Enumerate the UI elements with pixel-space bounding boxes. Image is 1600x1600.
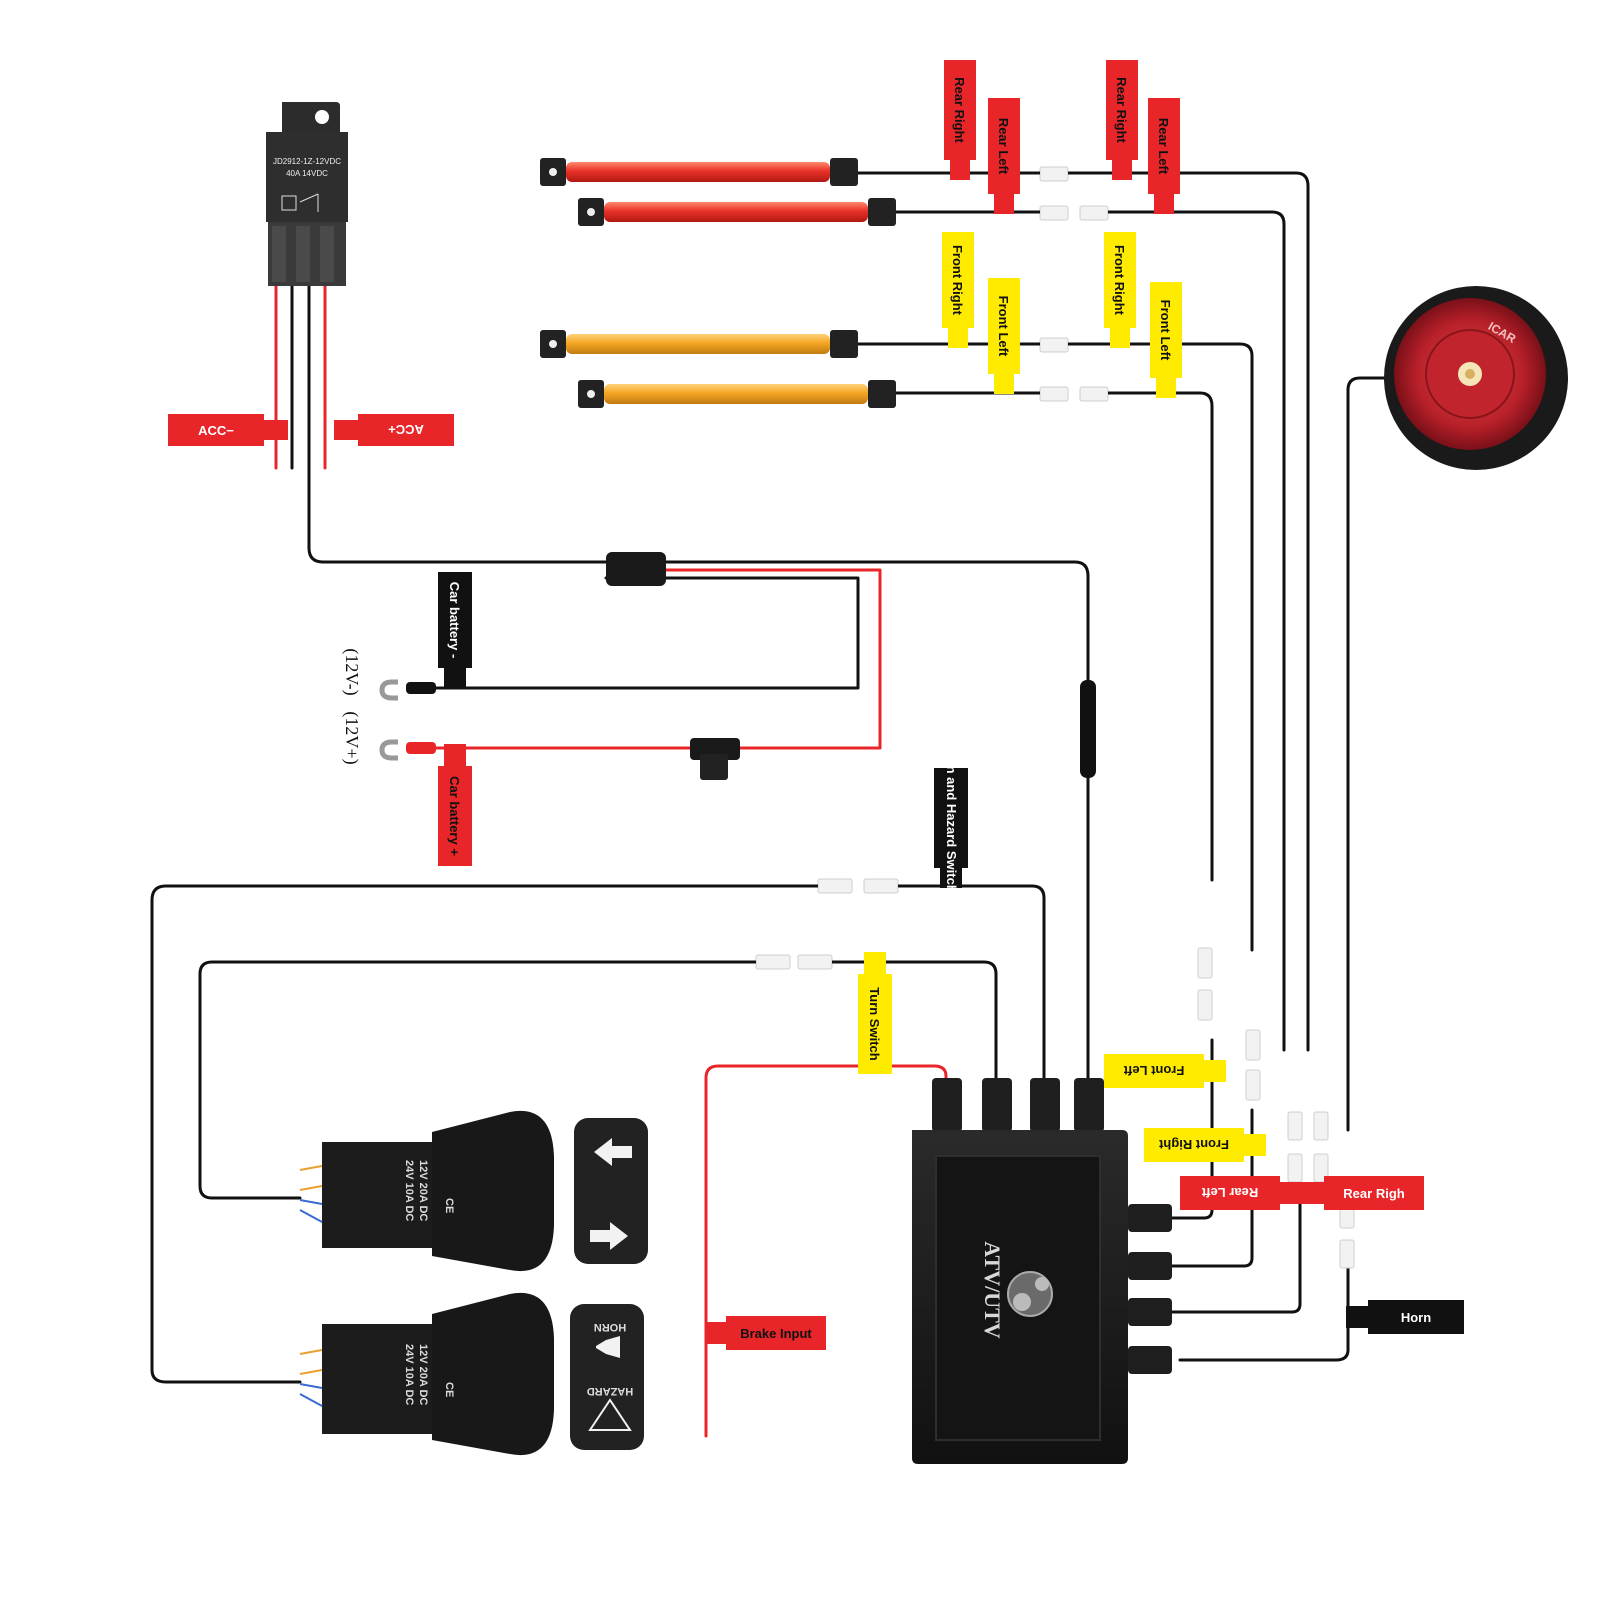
relay-rating: 40A 14VDC: [286, 169, 328, 178]
right-arrow-icon: [590, 1222, 628, 1250]
tag-rear-left-1-label: Rear Left: [996, 118, 1011, 175]
cover-horn-label: HORN: [594, 1321, 626, 1333]
rear-right-lead: [1158, 171, 1310, 1052]
switch-bottom-spec-1: 12V 20A DC: [417, 1344, 429, 1405]
tag-front-left-2: Front Left: [1150, 282, 1182, 398]
horn-hazard-harness: [150, 884, 762, 1384]
horn-hazard-to-box: [938, 884, 1046, 1080]
tag-brake-input-label: Brake Input: [740, 1326, 812, 1341]
battery-wire-splitter: [606, 552, 666, 586]
tag-front-right-1-label: Front Right: [950, 245, 965, 316]
box-brand: ATV/UTV: [980, 1241, 1005, 1338]
terminal-negative-label: (12V-): [341, 648, 362, 695]
tag-front-right-2: Front Right: [1104, 232, 1136, 348]
tag-brake-input: Brake Input: [706, 1316, 826, 1350]
terminal-negative: [379, 679, 436, 701]
tag-front-left-box: Front Left: [1104, 1054, 1226, 1088]
terminal-positive: [379, 739, 436, 761]
turn-switch-harness: [198, 960, 702, 1200]
tag-rear-right-box: Rear Righ: [1302, 1176, 1424, 1210]
battery-feed-wire: [663, 560, 1090, 1080]
turn-switch-cover: [574, 1118, 648, 1264]
tag-acc-plus-label: ACC+: [388, 422, 424, 437]
rocker-switch-bottom: 12V 20A DC 24V 10A DC CE: [299, 1292, 554, 1456]
tag-horn-box-label: Horn: [1401, 1310, 1431, 1325]
relay-model: JD2912-1Z-12VDC: [273, 157, 341, 166]
tag-front-right-1: Front Right: [942, 232, 974, 348]
tag-front-left-1: Front Left: [988, 278, 1020, 394]
relay-main-lead: [307, 278, 608, 564]
tag-front-right-box-label: Front Right: [1158, 1137, 1229, 1152]
tag-front-left-1-label: Front Left: [996, 296, 1011, 357]
front-right-to-box: [1168, 1108, 1254, 1268]
front-left-lead: [1158, 391, 1214, 882]
tag-front-right-box: Front Right: [1144, 1128, 1266, 1162]
tag-rear-left-box: Rear Left: [1180, 1176, 1302, 1210]
horn-hazard-cover: HORN HAZARD: [570, 1304, 644, 1450]
tag-rear-left-2: Rear Left: [1148, 98, 1180, 214]
cover-hazard-label: HAZARD: [587, 1385, 633, 1397]
tag-rear-right-2-label: Rear Right: [1114, 77, 1129, 143]
tag-acc-minus-label: ACC−: [198, 423, 234, 438]
left-arrow-icon: [594, 1138, 632, 1166]
battery-minus-wire: [406, 576, 860, 690]
tag-rear-right-1-label: Rear Right: [952, 77, 967, 143]
relay-coil-symbol: [281, 195, 297, 211]
tag-car-battery-minus: Car battery -: [438, 572, 472, 688]
front-right-led-strip: [540, 330, 940, 358]
switch-bottom-cert: CE: [443, 1382, 455, 1397]
fuse-holder: [690, 738, 740, 780]
top-ports: [932, 1078, 1104, 1132]
horn-output-wire: [1178, 1258, 1350, 1362]
tag-car-battery-plus: Car battery +: [438, 744, 472, 866]
rear-right-led-strip: [540, 158, 940, 186]
tag-rear-right-1: Rear Right: [944, 60, 976, 180]
switch-bottom-spec-2: 24V 10A DC: [403, 1344, 415, 1405]
switch-top-cert: CE: [443, 1198, 455, 1213]
brake-input-wire: [704, 1064, 948, 1438]
led-strips: [540, 158, 985, 408]
rocker-switch-top: 12V 20A DC 24V 10A DC CE: [299, 1110, 554, 1272]
tag-car-battery-minus-label: Car battery -: [447, 582, 462, 659]
tag-front-left-box-label: Front Left: [1123, 1063, 1184, 1078]
tag-rear-left-2-label: Rear Left: [1156, 118, 1171, 175]
tag-acc-plus: ACC+: [334, 414, 454, 446]
tag-rear-right-box-label: Rear Righ: [1343, 1186, 1404, 1201]
switch-top-spec-1: 12V 20A DC: [417, 1160, 429, 1221]
harness-connector-wires: [700, 884, 940, 964]
wires: [150, 171, 1398, 1438]
tag-horn-hazard-switch-label: Horn and Hazard Switch: [944, 743, 959, 893]
right-ports: [1128, 1204, 1172, 1374]
switch-top-spec-2: 24V 10A DC: [403, 1160, 415, 1221]
tag-rear-left-box-label: Rear Left: [1201, 1185, 1258, 1200]
tag-turn-switch-label: Turn Switch: [867, 987, 882, 1060]
hazard-icon: [588, 1398, 632, 1431]
relay: JD2912-1Z-12VDC 40A 14VDC: [266, 102, 348, 286]
front-left-to-box: [1168, 1038, 1214, 1220]
tag-rear-right-2: Rear Right: [1106, 60, 1138, 180]
battery-plus-wire: [663, 568, 882, 750]
control-box: ATV/UTV: [912, 1078, 1172, 1464]
front-left-led-strip: [578, 380, 985, 408]
tag-car-battery-plus-label: Car battery +: [447, 776, 462, 856]
inline-fuse-holder: [1080, 680, 1096, 778]
tag-front-left-2-label: Front Left: [1158, 300, 1173, 361]
rear-left-to-box: [1168, 1198, 1302, 1314]
tag-front-right-2-label: Front Right: [1112, 245, 1127, 316]
tag-rear-left-1: Rear Left: [988, 98, 1020, 214]
tag-turn-switch: Turn Switch: [858, 952, 892, 1074]
front-right-lead: [1158, 342, 1254, 952]
horn-lead: [1346, 376, 1398, 1132]
horn-icon: [596, 1336, 620, 1358]
turn-switch-to-box: [878, 960, 998, 1080]
tag-horn-box: Horn: [1346, 1300, 1464, 1334]
tag-horn-hazard-switch: Horn and Hazard Switch: [934, 743, 968, 893]
terminal-positive-label: (12V+): [341, 711, 362, 764]
horn-device: ICAR: [1384, 286, 1568, 470]
tag-acc-minus: ACC−: [168, 414, 288, 446]
rear-left-lead: [1158, 210, 1286, 1052]
rear-left-led-strip: [578, 198, 985, 226]
